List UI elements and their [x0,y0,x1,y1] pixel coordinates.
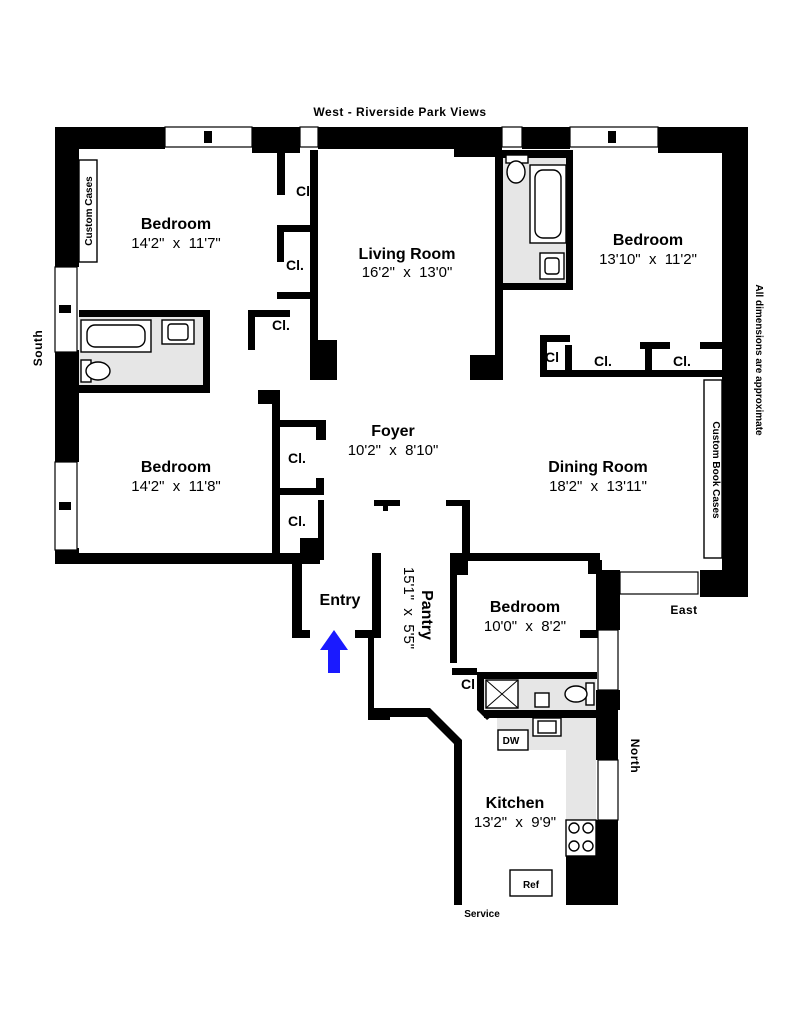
kitchen-name: Kitchen [486,795,545,812]
interior-walls [79,150,722,720]
south-label: South [31,330,45,367]
exterior-walls [55,127,748,905]
bedroom-nw-dims: 14'2" x 11'7" [131,235,221,252]
entry-arrow-icon [320,630,348,673]
labels: West - Riverside Park Views South East N… [31,105,764,920]
closet-label: Cl. [288,513,306,529]
entry-name: Entry [320,592,361,609]
closet-label: Cl [545,349,559,365]
bedroom-ne-name: Bedroom [613,232,683,249]
bedroom-se-dims: 10'0" x 8'2" [484,618,566,635]
bedroom-sw-name: Bedroom [141,459,211,476]
closet-label: Cl. [272,317,290,333]
pantry-name: Pantry [418,590,435,640]
north-label: North [628,739,642,774]
bedroom-nw-name: Bedroom [141,216,211,233]
dining-room-dims: 18'2" x 13'11" [549,478,647,495]
bedroom-sw-dims: 14'2" x 11'8" [131,478,221,495]
pantry-dims: 15'1" x 5'5" [400,567,417,649]
refrigerator-label: Ref [523,880,540,891]
custom-book-cases-label: Custom Book Cases [710,421,721,519]
fixtures [78,154,723,897]
closet-label: Cl [461,676,475,692]
east-label: East [670,603,697,617]
kitchen-dims: 13'2" x 9'9" [474,814,556,831]
foyer-dims: 10'2" x 8'10" [348,442,439,459]
closet-label: Cl. [286,257,304,273]
service-label: Service [464,909,500,920]
windows [54,126,699,821]
disclaimer-label: All dimensions are approximate [753,284,764,436]
custom-cases-label: Custom Cases [84,176,95,246]
closet-label: Cl. [594,353,612,369]
dining-room-name: Dining Room [548,459,648,476]
dishwasher-label: DW [503,736,520,747]
closet-label: Cl. [288,450,306,466]
closet-label: Cl. [673,353,691,369]
bedroom-ne-dims: 13'10" x 11'2" [599,251,697,268]
bedroom-se-name: Bedroom [490,599,560,616]
living-room-dims: 16'2" x 13'0" [362,264,453,281]
foyer-name: Foyer [371,423,415,440]
living-room-name: Living Room [359,246,456,263]
closet-label: Cl. [296,183,314,199]
west-label: West - Riverside Park Views [313,105,486,119]
